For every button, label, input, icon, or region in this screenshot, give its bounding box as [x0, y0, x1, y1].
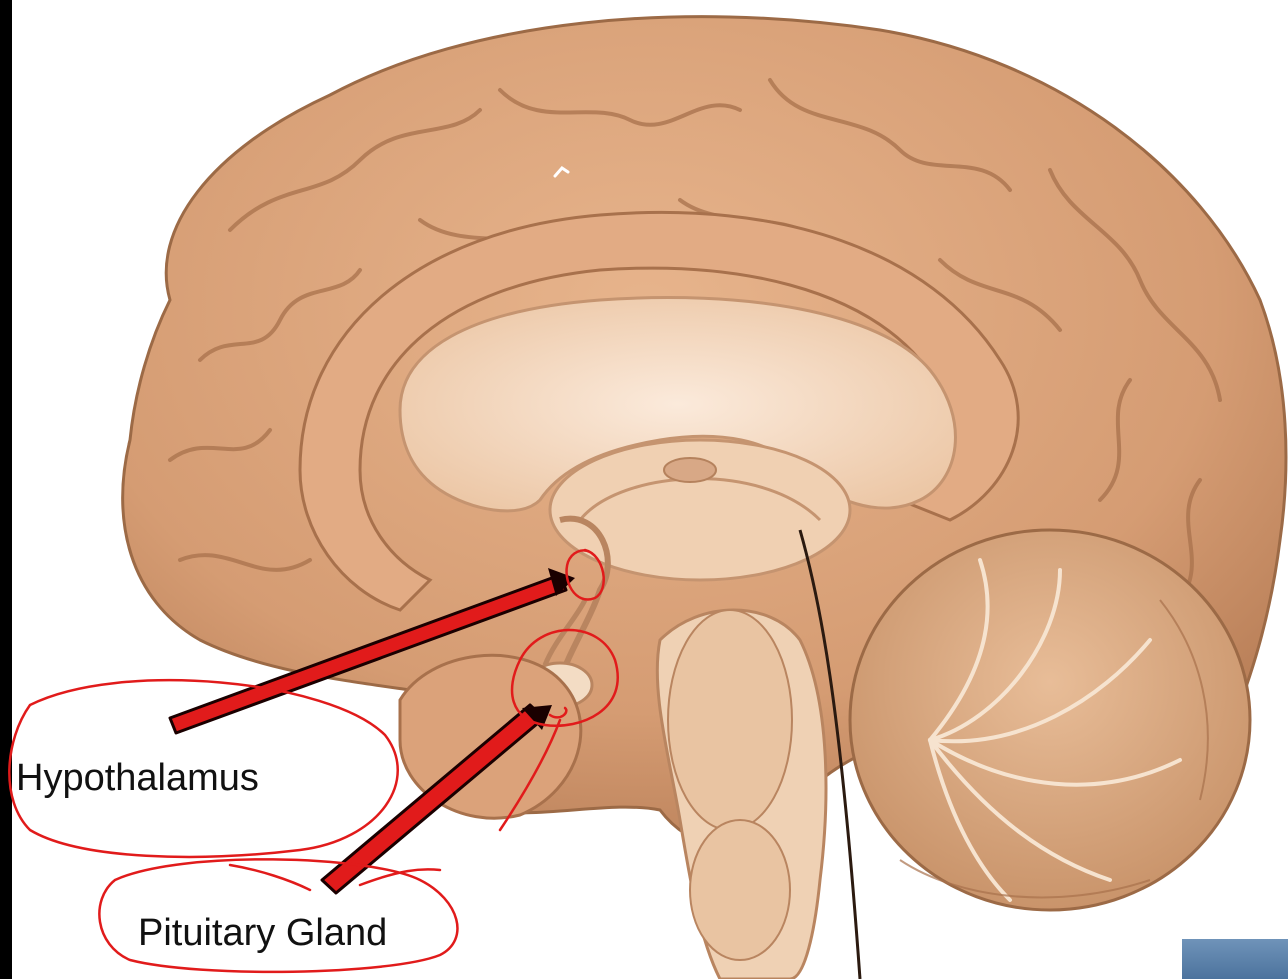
- pituitary-gland-label: Pituitary Glаnd: [138, 912, 387, 954]
- pituitary-label-stroke-right: [360, 869, 440, 885]
- pituitary-label-stroke-left: [230, 865, 310, 890]
- corner-accent-block: [1182, 939, 1288, 979]
- cerebellum: [850, 530, 1250, 910]
- pons: [668, 610, 792, 960]
- hypothalamus-label: Hypothalamus: [16, 757, 259, 799]
- thalamus-region: [550, 440, 850, 580]
